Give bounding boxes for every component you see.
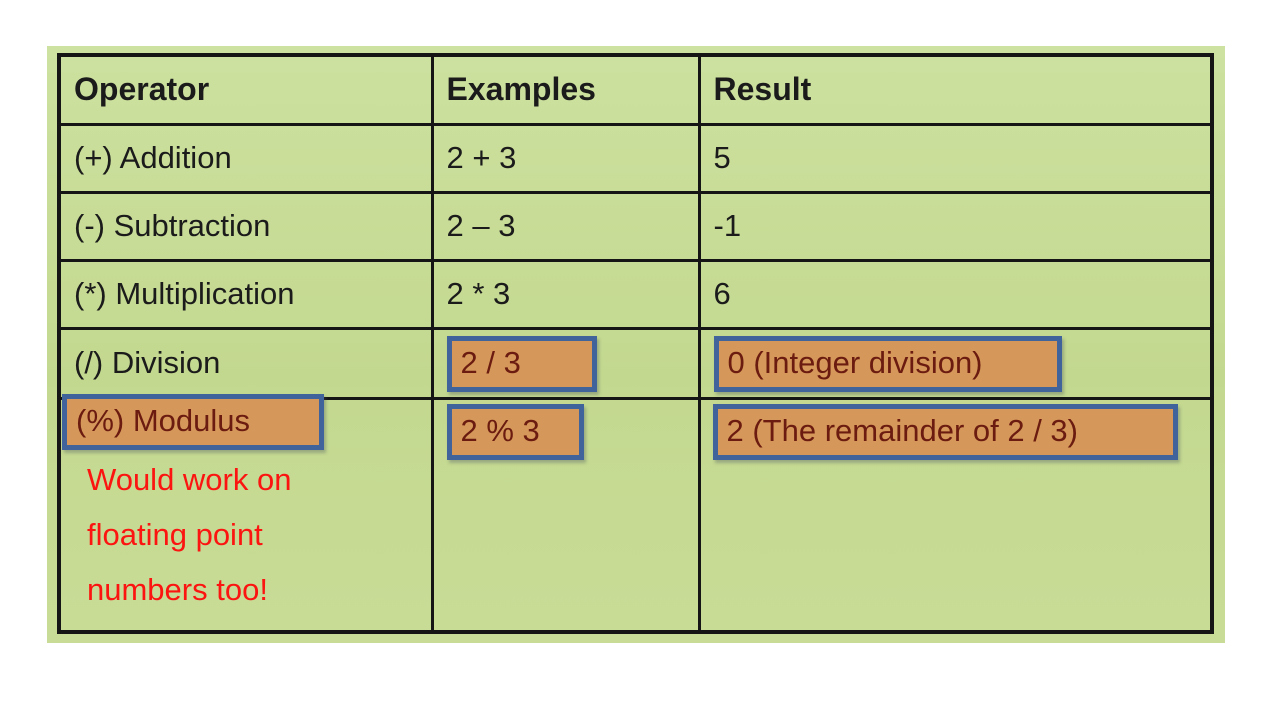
table-row-modulus: (%) Modulus Would work on floating point… xyxy=(57,393,1214,634)
result-cell: 2 (The remainder of 2 / 3) xyxy=(697,396,1214,634)
example-cell: 2 / 3 xyxy=(430,326,701,400)
note-line: Would work on xyxy=(87,462,292,498)
highlight-box-modulus-result: 2 (The remainder of 2 / 3) xyxy=(712,403,1178,461)
header-row: Operator Examples Result xyxy=(57,53,1214,126)
table-row-subtraction: (-) Subtraction 2 – 3 -1 xyxy=(57,190,1214,262)
example-cell: 2 * 3 xyxy=(430,258,701,330)
note-line: floating point xyxy=(87,517,263,553)
operator-cell: (*) Multiplication xyxy=(57,258,434,330)
operator-cell: (+) Addition xyxy=(57,122,434,194)
header-cell-operator: Operator xyxy=(57,53,434,126)
result-cell: 0 (Integer division) xyxy=(697,326,1214,400)
highlight-box-division-example: 2 / 3 xyxy=(446,335,597,393)
highlight-box-modulus-operator: (%) Modulus xyxy=(62,393,324,451)
floating-point-note: Would work on floating point numbers too… xyxy=(87,452,431,617)
header-cell-examples: Examples xyxy=(430,53,701,126)
result-cell: 6 xyxy=(697,258,1214,330)
example-cell: 2 – 3 xyxy=(430,190,701,262)
slide-background: Operator Examples Result (+) Addition 2 … xyxy=(47,46,1225,643)
highlight-box-modulus-example: 2 % 3 xyxy=(446,403,584,461)
operators-table: Operator Examples Result (+) Addition 2 … xyxy=(57,53,1214,634)
table-row-addition: (+) Addition 2 + 3 5 xyxy=(57,122,1214,194)
example-cell: 2 % 3 xyxy=(430,396,701,634)
operator-cell: (%) Modulus Would work on floating point… xyxy=(57,393,434,634)
result-cell: -1 xyxy=(697,190,1214,262)
note-line: numbers too! xyxy=(87,572,268,608)
highlight-box-division-result: 0 (Integer division) xyxy=(713,335,1062,393)
table-row-division: (/) Division 2 / 3 0 (Integer division) xyxy=(57,326,1214,400)
header-cell-result: Result xyxy=(697,53,1214,126)
table-row-multiplication: (*) Multiplication 2 * 3 6 xyxy=(57,258,1214,330)
operator-cell: (-) Subtraction xyxy=(57,190,434,262)
operator-cell: (/) Division xyxy=(57,326,434,400)
result-cell: 5 xyxy=(697,122,1214,194)
example-cell: 2 + 3 xyxy=(430,122,701,194)
